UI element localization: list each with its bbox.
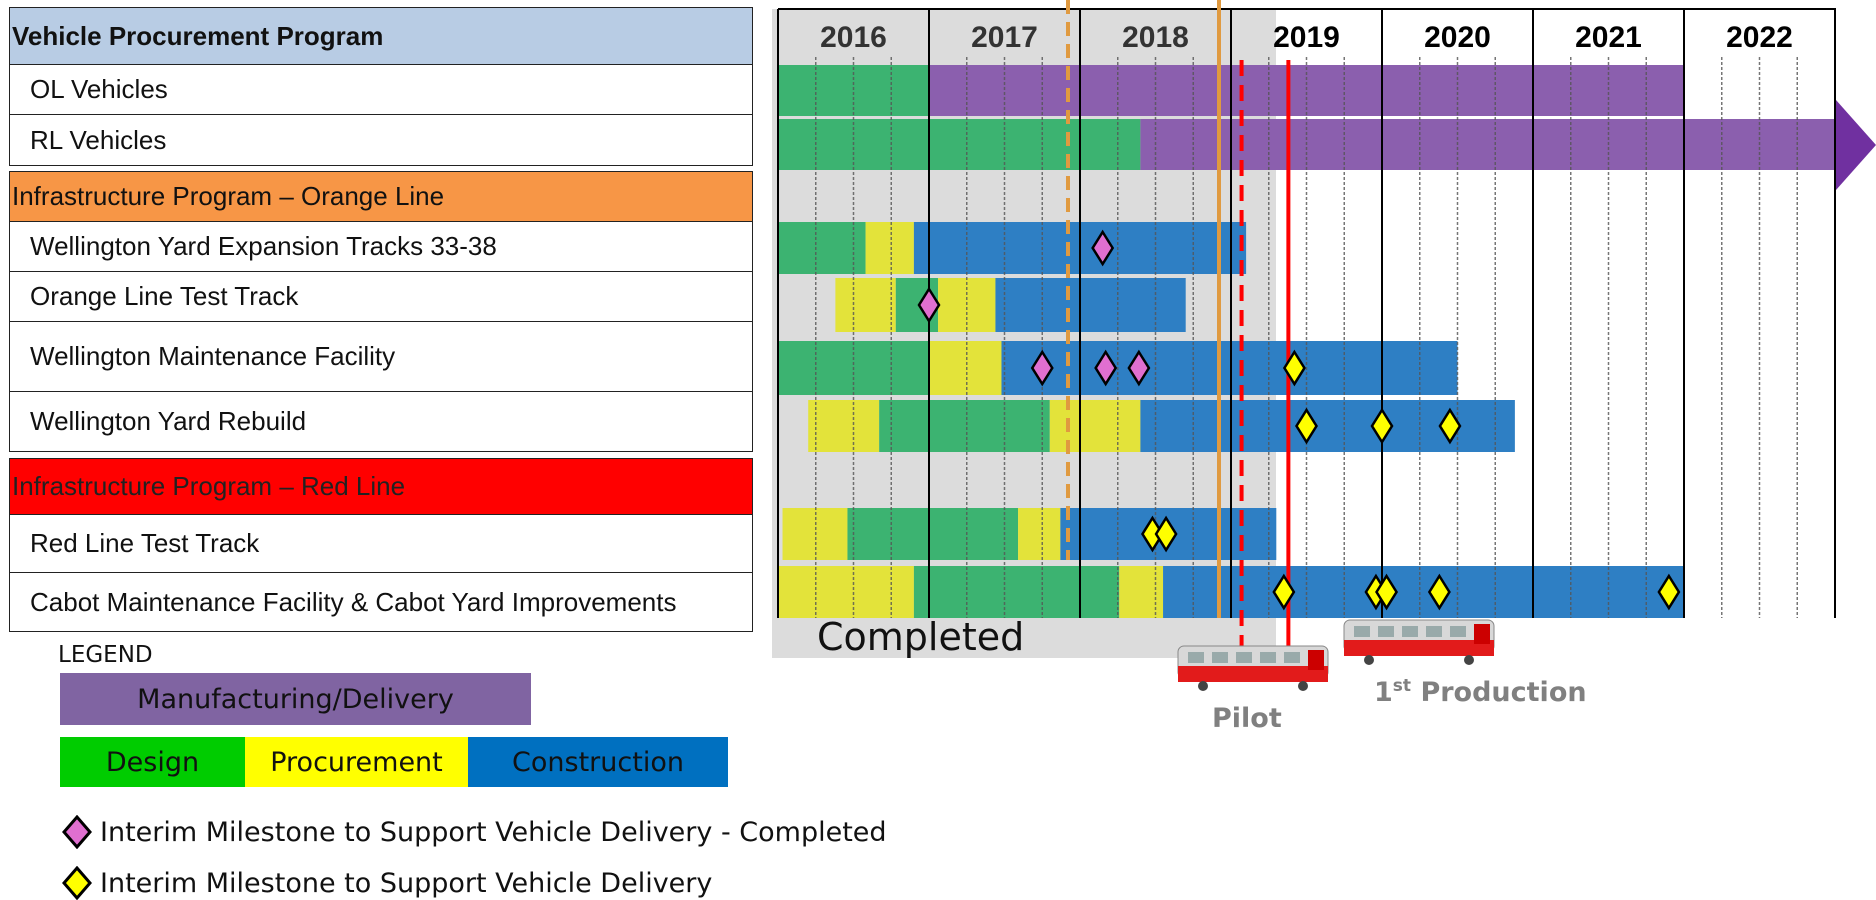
legend-milestone: Interim Milestone to Support Vehicle Del… (62, 866, 712, 900)
row-cabot-maintenance-facility: Cabot Maintenance Facility & Cabot Yard … (9, 573, 753, 632)
rl-arrow-head (1836, 100, 1876, 190)
bar-construction (995, 278, 1186, 332)
legend-title: LEGEND (58, 642, 153, 668)
bar-design (778, 119, 1141, 170)
row-orange-line-test-track: Orange Line Test Track (9, 272, 753, 322)
bar-design (913, 566, 1120, 618)
year-label: 2020 (1424, 21, 1491, 54)
legend-procurement: Procurement (245, 737, 468, 787)
bar-procurement (1049, 400, 1141, 452)
row-orange-line-program-header: Infrastructure Program – Orange Line (9, 171, 753, 222)
milestone-completed (1030, 349, 1054, 387)
legend-manufacturing: Manufacturing/Delivery (60, 673, 531, 725)
milestone (1295, 407, 1318, 445)
bar-design (879, 400, 1050, 452)
milestone-completed (1127, 349, 1151, 387)
legend-milestone-label: Interim Milestone to Support Vehicle Del… (100, 867, 713, 899)
milestone (1657, 573, 1681, 611)
milestone (1438, 407, 1462, 445)
production-train-icon (1343, 619, 1495, 665)
bar-design (778, 222, 866, 274)
milestone-completed (917, 286, 941, 324)
pilot-label: Pilot (1212, 703, 1282, 734)
row-wellington-yard-expansion: Wellington Yard Expansion Tracks 33-38 (9, 222, 753, 272)
row-wellington-maintenance-facility: Wellington Maintenance Facility (9, 322, 753, 392)
year-label: 2018 (1122, 21, 1189, 54)
production-label: 1st Production (1374, 676, 1587, 708)
milestone (1375, 573, 1399, 611)
milestone-completed (1094, 349, 1118, 387)
row-vehicle-procurement-header: Vehicle Procurement Program (9, 7, 753, 65)
milestone-completed (1091, 229, 1115, 267)
yellow-diamond-icon (62, 866, 92, 900)
year-label: 2016 (820, 21, 887, 54)
bar-procurement (929, 341, 1002, 395)
completed-label: Completed (817, 615, 1024, 659)
bar-procurement (1119, 566, 1164, 618)
bar-design (847, 508, 1019, 560)
legend-construction: Construction (468, 737, 728, 787)
row-rl-vehicles: RL Vehicles (9, 115, 753, 166)
row-ol-vehicles: OL Vehicles (9, 65, 753, 115)
year-label: 2021 (1575, 21, 1642, 54)
bar-procurement (1018, 508, 1061, 560)
bar-manufacturing (1140, 119, 1835, 170)
bar-procurement (865, 222, 914, 274)
pilot-train-icon (1177, 645, 1329, 691)
legend-design: Design (60, 737, 245, 787)
milestone (1154, 515, 1178, 553)
row-wellington-yard-rebuild: Wellington Yard Rebuild (9, 392, 753, 452)
year-label: 2019 (1273, 21, 1340, 54)
bar-construction (1163, 566, 1684, 618)
milestone (1370, 407, 1394, 445)
bar-procurement (778, 566, 914, 618)
bar-procurement (808, 400, 880, 452)
milestone (1427, 573, 1451, 611)
bar-procurement (782, 508, 848, 560)
year-label: 2022 (1726, 21, 1793, 54)
legend-milestone-completed-label: Interim Milestone to Support Vehicle Del… (100, 816, 887, 848)
year-label: 2017 (971, 21, 1038, 54)
pink-diamond-icon (62, 815, 92, 849)
milestone (1282, 349, 1306, 387)
bar-procurement (835, 278, 896, 332)
milestone (1272, 573, 1296, 611)
row-red-line-program-header: Infrastructure Program – Red Line (9, 458, 753, 515)
legend-milestone-completed: Interim Milestone to Support Vehicle Del… (62, 815, 887, 849)
row-red-line-test-track: Red Line Test Track (9, 515, 753, 573)
